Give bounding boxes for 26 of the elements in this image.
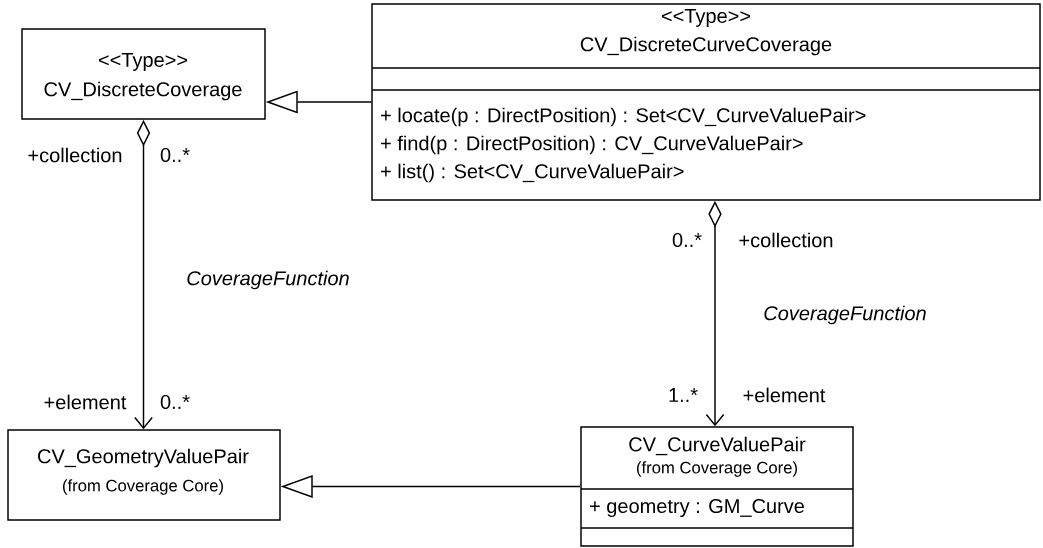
- package-note: (from Coverage Core): [63, 479, 223, 495]
- attribute-text: + geometry : GM_Curve: [590, 498, 804, 518]
- class-box: [580, 426, 854, 547]
- class-box: [21, 28, 266, 120]
- class-box: [371, 3, 1041, 201]
- class-name: CV_DiscreteCurveCoverage: [580, 36, 832, 56]
- operation-text: + locate(p : DirectPosition) : Set<CV_CurveValuePair>: [381, 107, 866, 127]
- role-label: +collection: [739, 232, 833, 248]
- multiplicity-label: 0..*: [160, 147, 190, 163]
- role-label: +element: [44, 394, 127, 410]
- stereotype-label: <<Type>>: [98, 53, 188, 71]
- edge-label: CoverageFunction: [761, 304, 929, 326]
- operation-text: + list() : Set<CV_CurveValuePair>: [381, 163, 684, 183]
- stereotype-label: <<Type>>: [661, 9, 751, 27]
- operation-text: + find(p : DirectPosition) : CV_CurveValuePair>: [381, 135, 803, 155]
- edge-label: CoverageFunction: [184, 269, 352, 291]
- multiplicity-label: 1..*: [669, 388, 698, 402]
- class-box: [7, 429, 281, 521]
- multiplicity-label: 0..*: [672, 232, 702, 248]
- role-label: +element: [743, 387, 826, 403]
- package-note: (from Coverage Core): [637, 461, 797, 477]
- class-name: CV_DiscreteCoverage: [44, 81, 242, 101]
- class-name: CV_GeometryValuePair: [38, 448, 249, 468]
- role-label: +collection: [28, 147, 122, 163]
- multiplicity-label: 0..*: [160, 394, 190, 410]
- class-name: CV_CurveValuePair: [629, 436, 806, 456]
